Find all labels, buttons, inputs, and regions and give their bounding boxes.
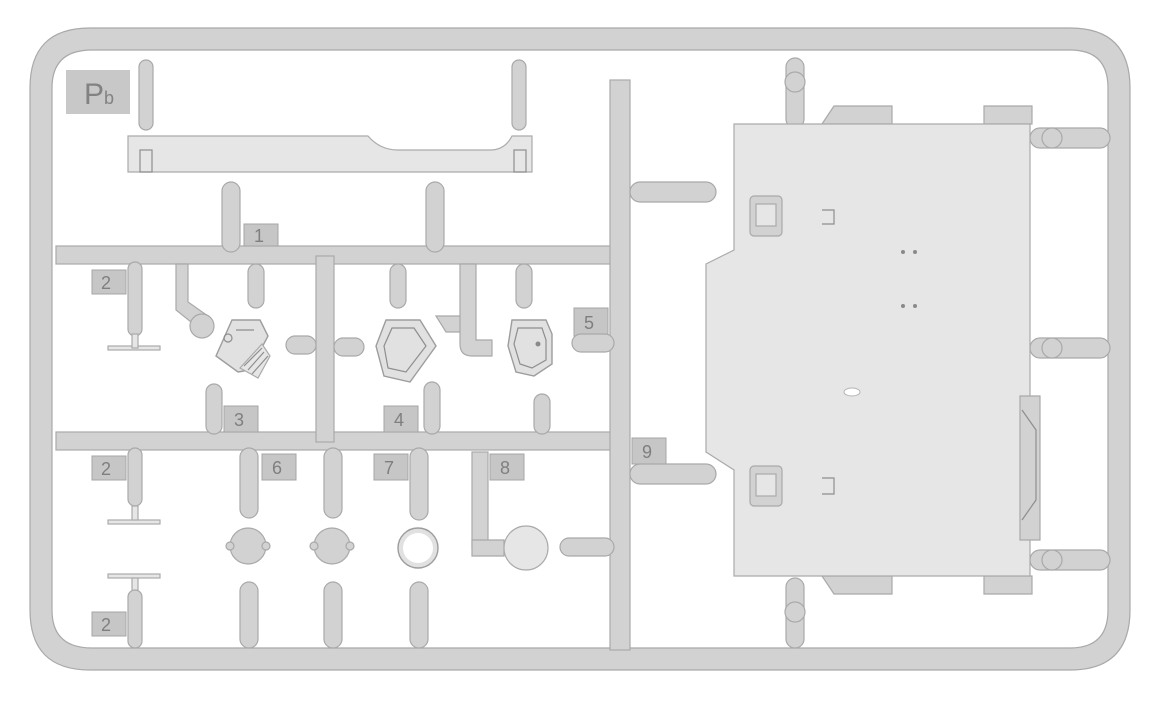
sprue-frame	[29, 27, 1131, 671]
svg-text:Pb: Pb	[84, 78, 114, 111]
large-panel-part	[629, 57, 1111, 649]
part-3-tag: 3	[223, 405, 259, 433]
part-5-tag: 5	[573, 307, 609, 337]
part-6-round-piece	[225, 447, 271, 649]
part-2-pieces	[107, 261, 161, 649]
svg-text:2: 2	[101, 615, 111, 635]
part-4-frame-piece	[333, 263, 463, 435]
part-4-tag: 4	[383, 405, 419, 433]
part-7-ring-piece	[397, 447, 439, 649]
part-3-frame-piece	[175, 263, 317, 435]
sprue-knobs	[784, 71, 1063, 623]
part-6-second-round-piece	[309, 447, 355, 649]
part-5-frame-piece	[459, 263, 615, 435]
part-1-tag: 1	[243, 223, 279, 247]
svg-text:2: 2	[101, 459, 111, 479]
part-6-tag: 6	[261, 453, 297, 481]
part-1-bar	[127, 59, 533, 253]
svg-text:1: 1	[254, 226, 264, 246]
part-8-disc-piece	[471, 525, 615, 571]
part-7-tag: 7	[373, 453, 409, 481]
part-2-bottom-tag: 2	[91, 611, 127, 637]
svg-text:8: 8	[500, 458, 510, 478]
svg-text:2: 2	[101, 273, 111, 293]
part-8-tag: 8	[489, 453, 525, 481]
svg-text:3: 3	[234, 410, 244, 430]
sprue-code-subscript: b	[104, 88, 114, 108]
part-number-tags: 1 2 2 2 3 4 5 6 7 8 9	[91, 223, 667, 637]
sprue-code-label: Pb	[66, 70, 130, 114]
sprue-runners	[55, 79, 631, 651]
svg-text:7: 7	[384, 458, 394, 478]
svg-text:6: 6	[272, 458, 282, 478]
svg-text:4: 4	[394, 410, 404, 430]
sprue-code-letter: P	[84, 78, 104, 111]
part-2-middle-tag: 2	[91, 455, 127, 481]
svg-text:5: 5	[584, 313, 594, 333]
part-2-top-tag: 2	[91, 269, 127, 295]
svg-text:9: 9	[642, 442, 652, 462]
part-9-tag: 9	[631, 437, 667, 465]
